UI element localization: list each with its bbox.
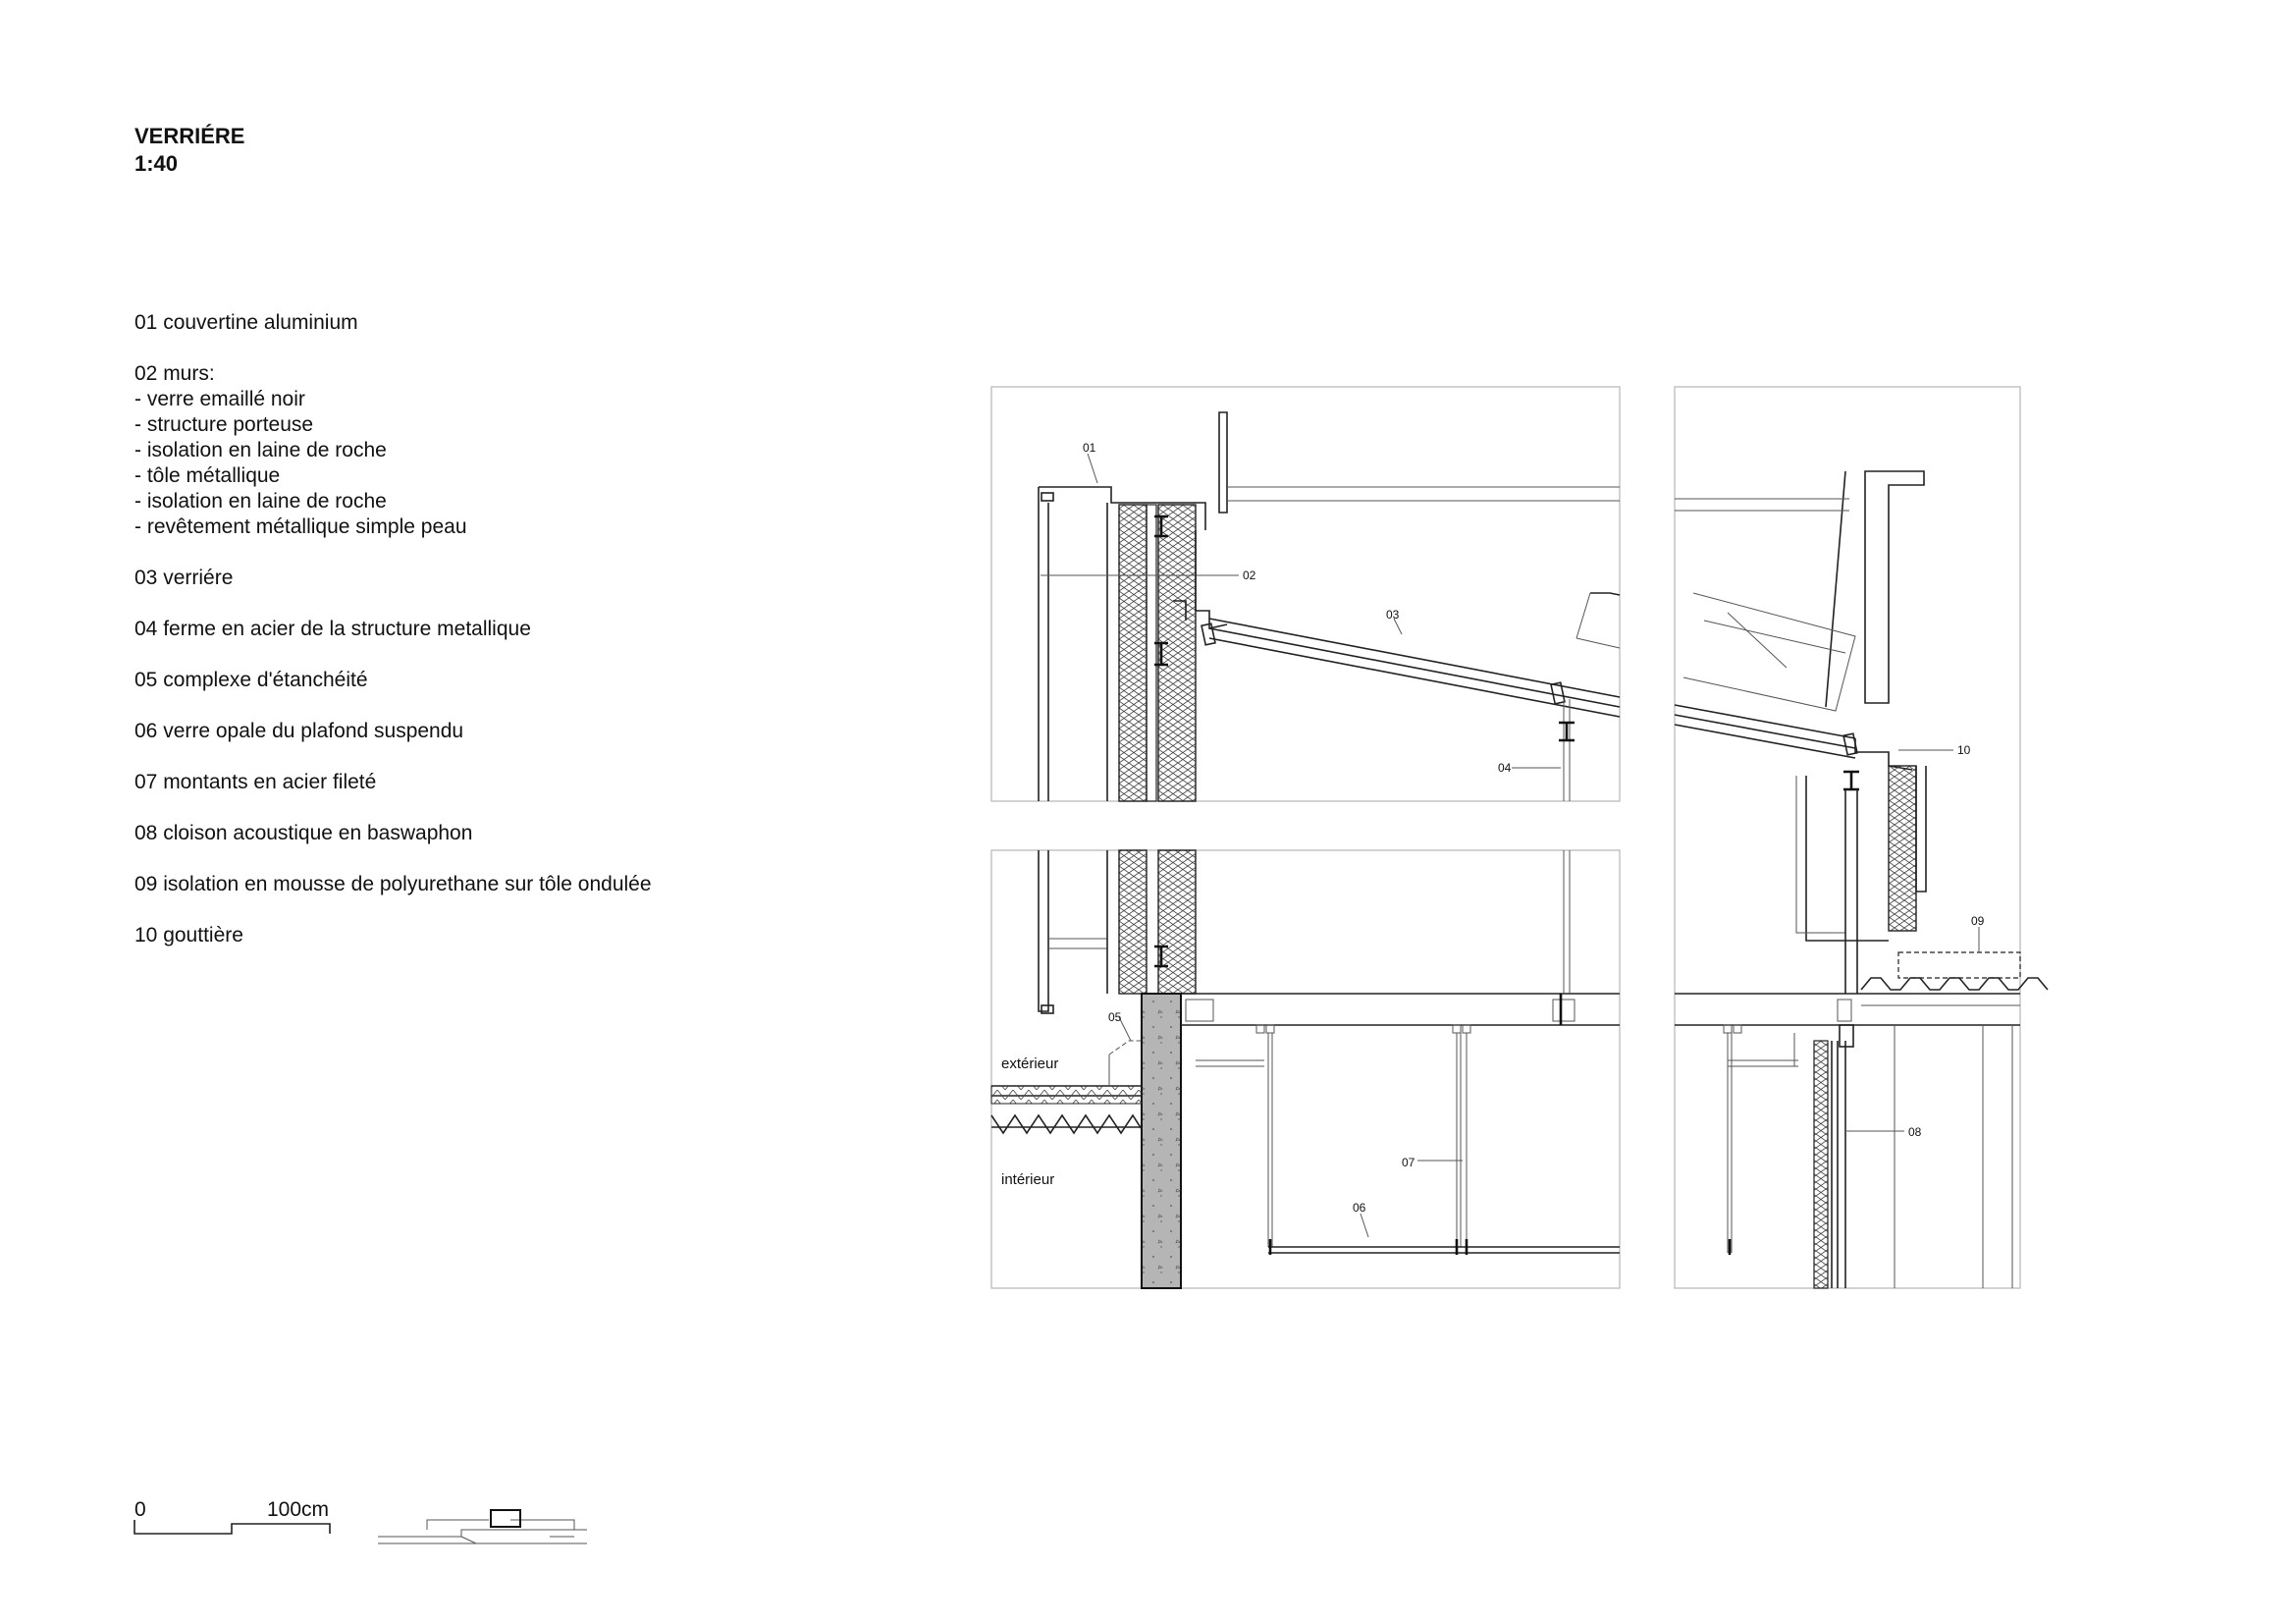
callout-10: 10: [1957, 743, 1971, 757]
title-text: VERRIÉRE: [134, 124, 245, 148]
legend-sub-item: - tôle métallique: [134, 464, 281, 487]
legend-item-01: 01 couvertine aluminium: [134, 311, 358, 334]
legend-sub-item: - isolation en laine de roche: [134, 439, 387, 461]
callout-08: 08: [1908, 1125, 1922, 1139]
callout-07: 07: [1402, 1156, 1415, 1169]
callout-06: 06: [1353, 1201, 1366, 1215]
legend-item-10: 10 gouttière: [134, 924, 243, 947]
leader-lines: [1087, 453, 1980, 1238]
legend-item-08: 08 cloison acoustique en baswaphon: [134, 822, 473, 844]
scalebar: [133, 1520, 331, 1535]
panel-frame-upper-left: [990, 386, 1621, 802]
scalebar-end-label: 100cm: [267, 1498, 330, 1521]
legend-sub-item: - revêtement métallique simple peau: [134, 515, 467, 538]
legend-item-07: 07 montants en acier fileté: [134, 771, 377, 793]
legend-sub-item: - verre emaillé noir: [134, 388, 305, 410]
legend-item-09: 09 isolation en mousse de polyurethane s…: [134, 873, 652, 895]
legend-item-02: 02 murs:: [134, 362, 215, 385]
panel-frame-right: [1674, 386, 2021, 1289]
panel-frame-lower-left: [990, 849, 1621, 1289]
legend-sub-item: - structure porteuse: [134, 413, 314, 436]
legend-item-05: 05 complexe d'étanchéité: [134, 669, 368, 691]
scalebar-start-label: 0: [134, 1498, 146, 1521]
callout-01: 01: [1083, 441, 1096, 455]
legend-item-04: 04 ferme en acier de la structure metall…: [134, 618, 531, 640]
callout-05: 05: [1108, 1010, 1122, 1024]
callout-04: 04: [1498, 761, 1512, 775]
gutter-detail: [1674, 470, 2049, 1289]
callout-09: 09: [1971, 914, 1985, 928]
legend-item-03: 03 verriére: [134, 567, 234, 589]
zone-label-exterior: extérieur: [1001, 1055, 1058, 1072]
legend-sub-item: - isolation en laine de roche: [134, 490, 387, 513]
legend-item-06: 06 verre opale du plafond suspendu: [134, 720, 464, 742]
legend-list: 01 couvertine aluminium 02 murs: - verre…: [134, 310, 652, 948]
skylight-glazing: [1201, 592, 1621, 801]
parapet-detail: [1038, 411, 1620, 802]
drawing-title: VERRIÉRE 1:40: [134, 123, 244, 178]
callout-02: 02: [1243, 568, 1256, 582]
callout-03: 03: [1386, 608, 1400, 622]
key-plan: [378, 1509, 587, 1544]
wall-base-detail: [990, 849, 1620, 1289]
zone-label-interior: intérieur: [1001, 1171, 1054, 1188]
scale-text: 1:40: [134, 151, 179, 176]
